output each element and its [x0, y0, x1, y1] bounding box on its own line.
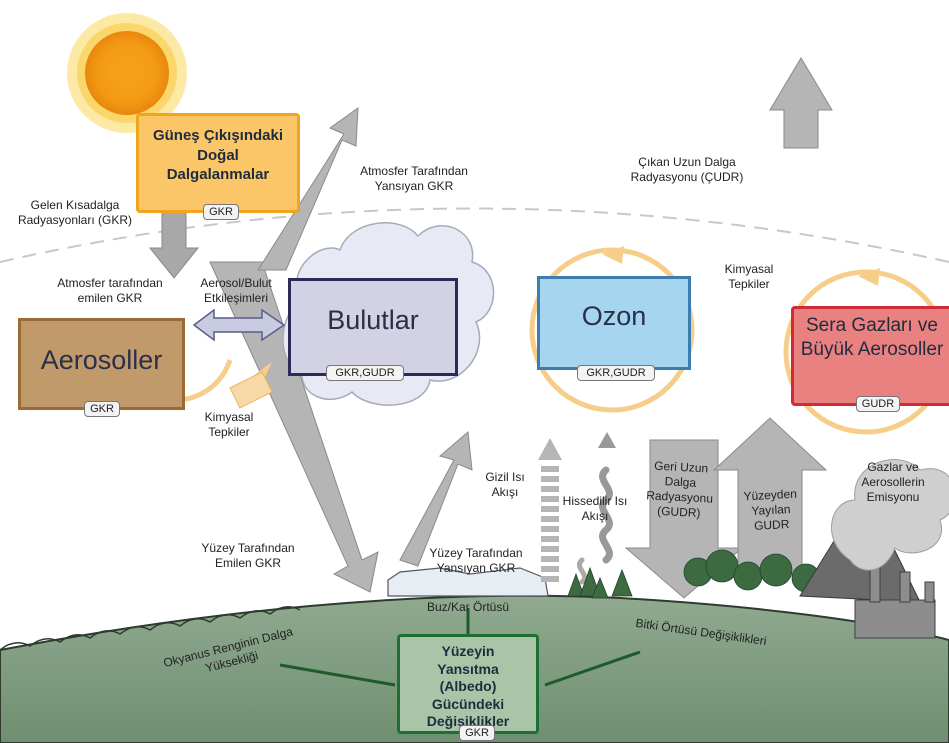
clouds-tag: GKR,GUDR	[326, 365, 404, 381]
sensible-heat-squiggle	[599, 466, 613, 564]
factory-icon	[854, 559, 936, 639]
aerosols-box: Aerosoller	[18, 318, 185, 410]
surface-reflected-label: Yüzey Tarafından Yansıyan GKR	[429, 546, 523, 575]
ozone-box: Ozon	[537, 276, 691, 370]
ice-snow-label: Buz/Kar Örtüsü	[426, 600, 510, 614]
reflected-atm-arrow	[257, 106, 359, 271]
latent-heat-arrow	[538, 438, 562, 582]
outgoing-lw-arrow	[769, 57, 833, 149]
sun-variation-box: Güneş Çıkışındaki Doğal Dalgalanmalar	[136, 113, 300, 213]
ice-cover	[387, 567, 549, 597]
ghg-cycle-arrowhead	[858, 268, 880, 286]
ozone-tag: GKR,GUDR	[577, 365, 655, 381]
aerosol-cloud-arrow	[192, 308, 286, 342]
smoke-cloud	[831, 459, 949, 571]
sun-icon	[67, 13, 187, 133]
aerosols-tag: GKR	[84, 401, 120, 417]
ghg-box: Sera Gazları ve Büyük Aerosoller	[791, 306, 949, 406]
reflected-atm-label: Atmosfer Tarafından Yansıyan GKR	[360, 164, 468, 193]
aerosol-cloud-label: Aerosol/Bulut Etkileşimleri	[200, 276, 272, 305]
chem-right-label: Kimyasal Tepkiler	[724, 262, 774, 291]
outgoing-lw-label: Çıkan Uzun Dalga Radyasyonu (ÇUDR)	[630, 155, 744, 184]
aerosols-title: Aerosoller	[40, 345, 163, 375]
albedo-tag: GKR	[459, 725, 495, 741]
clouds-title: Bulutlar	[327, 305, 419, 335]
latent-heat-label: Gizil Isı Akışı	[485, 470, 525, 499]
aerosol-chem-arrow	[229, 371, 273, 409]
surface-lw-arrow	[712, 417, 828, 575]
sensible-heat-label: Hissedilir Isı Akışı	[562, 494, 628, 523]
surface-reflected-arrow	[399, 431, 473, 567]
surface-lw-label: Yüzeyden Yayılan GUDR	[743, 486, 798, 533]
sw-to-surface-arrow	[209, 261, 379, 593]
incoming-sw-label: Gelen Kısadalga Radyasyonları (GKR)	[17, 198, 133, 227]
albedo-spokes	[279, 608, 641, 687]
sun-variation-title: Güneş Çıkışındaki Doğal Dalgalanmalar	[152, 127, 284, 183]
ozone-title: Ozon	[581, 301, 647, 331]
albedo-title: Yüzeyin Yansıtma (Albedo) Gücündeki Deği…	[426, 643, 510, 729]
sensible-heat-tip	[598, 432, 616, 448]
ghg-tag: GUDR	[856, 396, 900, 412]
clouds-box: Bulutlar	[288, 278, 458, 376]
absorbed-atm-label: Atmosfer tarafından emilen GKR	[57, 276, 163, 305]
small-squiggle	[576, 557, 588, 585]
back-lw-label: Geri Uzun Dalga Radyasyonu (GUDR)	[645, 458, 714, 521]
chem-left-label: Kimyasal Tepkiler	[204, 410, 254, 439]
sun-variation-tag: GKR	[203, 204, 239, 220]
ozone-cycle-arrowhead	[602, 246, 624, 264]
albedo-box: Yüzeyin Yansıtma (Albedo) Gücündeki Deği…	[397, 634, 539, 734]
ocean-waves	[0, 606, 301, 651]
ghg-title: Sera Gazları ve Büyük Aerosoller	[800, 315, 944, 360]
atmosphere-boundary	[0, 207, 949, 263]
surface-emitted-label: Yüzey Tarafından Emilen GKR	[201, 541, 295, 570]
chem-cycle-ozone	[529, 247, 695, 413]
gas-emission-label: Gazlar ve Aerosollerin Emisyonu	[861, 460, 925, 504]
